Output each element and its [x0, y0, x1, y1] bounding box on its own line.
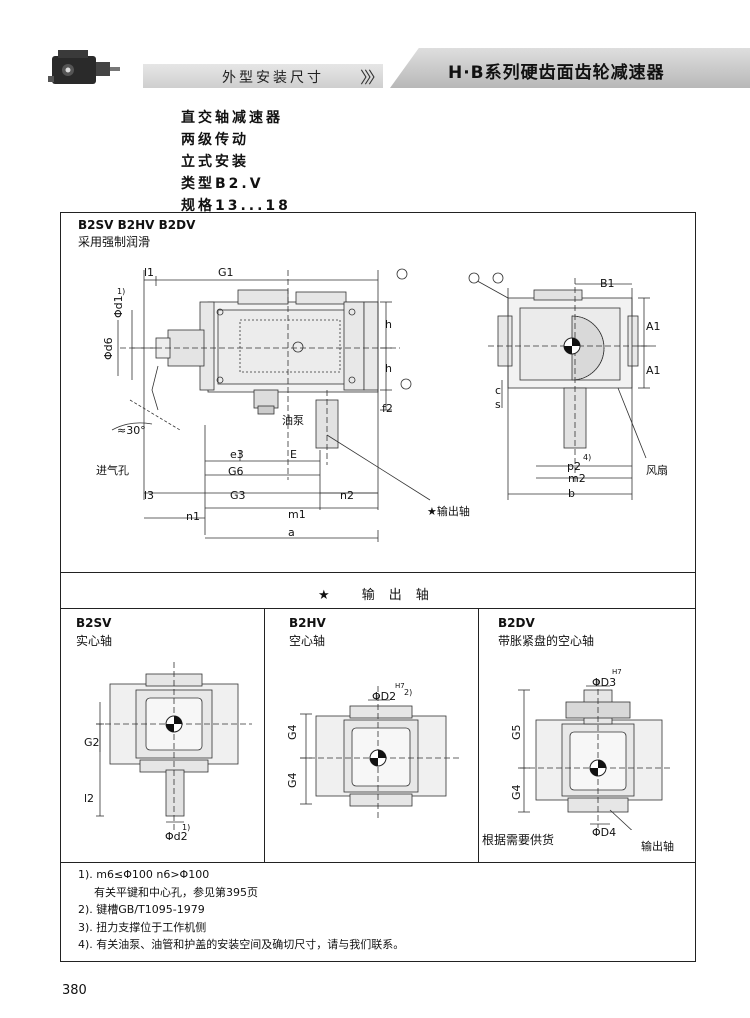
spec-item: 规格13...18	[181, 198, 291, 214]
dim-G6: G6	[228, 465, 244, 478]
output-section-title: ★ 输出轴	[318, 588, 443, 603]
gearbox-thumbnail-icon	[48, 50, 120, 84]
dim-l3: l3	[144, 489, 155, 502]
side-view-drawing	[468, 272, 658, 500]
dim-G5: G5	[510, 724, 523, 740]
dim-G4-bottom: G4	[286, 772, 299, 788]
dim-d1: Φd1	[112, 295, 125, 318]
dim-angle: ≈30°	[117, 424, 146, 437]
dim-G1: G1	[218, 266, 234, 279]
dim-G3: G3	[230, 489, 246, 502]
air-inlet-label: 进气孔	[96, 464, 129, 477]
dim-l2: l2	[84, 792, 95, 805]
dim-h-bottom: h	[385, 362, 392, 375]
dim-d1-note: 1)	[117, 287, 126, 296]
type-line: B2SV B2HV B2DV	[78, 218, 196, 232]
dim-l1: l1	[144, 266, 155, 279]
b2dv-drawing	[518, 680, 670, 830]
footnote: 1). m6≤Φ100 n6>Φ100	[78, 868, 210, 881]
dim-m1: m1	[288, 508, 306, 521]
dim-d2: Φd2	[165, 830, 188, 843]
dim-p2-note: 4)	[583, 453, 592, 462]
dim-n1: n1	[186, 510, 200, 523]
footnote: 3). 扭力支撑位于工作机侧	[78, 920, 207, 934]
header-right-bar	[390, 48, 750, 88]
panel-b2dv-desc: 带胀紧盘的空心轴	[498, 634, 595, 648]
footnote: 有关平键和中心孔，参见第395页	[94, 885, 258, 899]
divider-panel-1	[264, 608, 265, 862]
dim-a: a	[288, 526, 295, 539]
footnote: 2). 键槽GB/T1095-1979	[78, 903, 205, 916]
dim-D2-note: 2)	[404, 688, 413, 697]
oil-pump-label: 油泵	[282, 414, 304, 427]
footnote: 4). 有关油泵、油管和护盖的安装空间及确切尺寸，请与我们联系。	[78, 938, 405, 951]
dim-G4-dv: G4	[510, 784, 523, 800]
dim-p2: p2	[567, 460, 581, 473]
dim-b: b	[568, 487, 575, 500]
dim-d2-note: 1)	[182, 823, 191, 832]
panel-b2dv-type: B2DV	[498, 616, 535, 630]
divider-top	[60, 572, 696, 573]
dim-d6: Φd6	[102, 337, 115, 360]
dim-B1: B1	[600, 277, 615, 290]
dim-h-top: h	[385, 318, 392, 331]
supply-on-demand-label: 根据需要供货	[482, 833, 555, 847]
panel-b2hv-type: B2HV	[289, 616, 326, 630]
spec-list: 直交轴减速器 两级传动 立式安装 类型B2.V 规格13...18	[181, 107, 291, 217]
output-shaft-label: 输出轴	[641, 840, 674, 853]
dim-m2: m2	[568, 472, 586, 485]
header-left-title: 外型安装尺寸	[222, 70, 324, 86]
panel-b2sv-type: B2SV	[76, 616, 112, 630]
panel-b2sv-desc: 实心轴	[76, 634, 113, 648]
dim-E: E	[290, 448, 297, 461]
dim-s: s	[495, 398, 501, 411]
lubrication-text: 采用强制润滑	[78, 235, 151, 249]
spec-item: 类型B2.V	[181, 176, 264, 192]
header-left-bar	[143, 64, 383, 88]
front-view-drawing	[111, 268, 431, 542]
header-right-title: H·B系列硬齿面齿轮减速器	[448, 63, 665, 83]
b2sv-drawing	[96, 662, 252, 832]
dim-D2: ΦD2	[372, 690, 397, 703]
spec-item: 立式安装	[181, 154, 249, 170]
fan-label: 风扇	[646, 464, 668, 477]
dim-D3-tol: H7	[612, 668, 622, 676]
dim-D3: ΦD3	[592, 676, 617, 689]
dim-f2: f2	[382, 402, 393, 415]
dim-G4-top: G4	[286, 724, 299, 740]
dim-G2: G2	[84, 736, 100, 749]
dim-D2-tol: H7	[395, 682, 405, 690]
dim-A1-top: A1	[646, 320, 661, 333]
dim-D4: ΦD4	[592, 826, 617, 839]
divider-output	[60, 608, 696, 609]
dim-e3: e3	[230, 448, 244, 461]
drawing-frame	[60, 212, 696, 962]
dim-n2: n2	[340, 489, 354, 502]
b2hv-drawing	[300, 686, 460, 820]
panel-b2hv-desc: 空心轴	[289, 634, 326, 648]
page-number: 380	[62, 983, 87, 998]
footnotes: 1). m6≤Φ100 n6>Φ100 有关平键和中心孔，参见第395页 2).…	[78, 866, 404, 954]
output-shaft-note: ★输出轴	[427, 505, 470, 518]
divider-panel-2	[478, 608, 479, 862]
spec-item: 直交轴减速器	[181, 110, 283, 126]
header-chevrons-icon: 〉〉〉	[360, 68, 384, 87]
dim-A1-bottom: A1	[646, 364, 661, 377]
dim-c: c	[495, 384, 502, 397]
divider-notes	[60, 862, 696, 863]
spec-item: 两级传动	[181, 132, 249, 148]
